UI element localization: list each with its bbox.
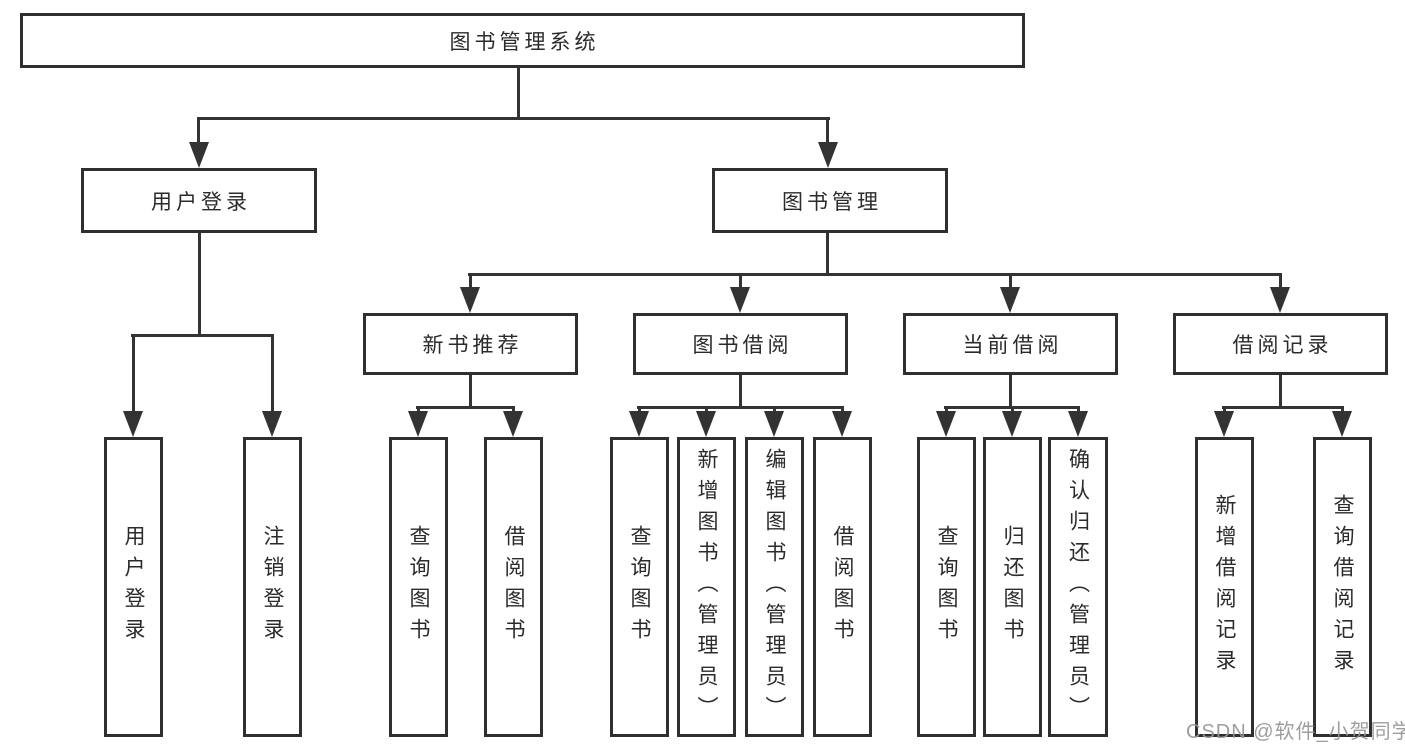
node-book-mgmt: 图书管理 [712,168,948,233]
arrowhead-down-icon [1270,287,1290,313]
node-borrow-record: 借阅记录 [1173,313,1388,375]
connector-line [826,233,829,276]
watermark: CSDN @软件_小贺同学 [1186,721,1405,743]
connector-line [131,334,274,337]
leaf-recommend-query-book: 查询图书 [389,437,448,737]
arrowhead-down-icon [503,411,523,437]
connector-line [271,334,274,414]
arrowhead-down-icon [832,411,852,437]
connector-line [1279,375,1282,409]
arrowhead-down-icon [1214,411,1234,437]
leaf-current-return-book: 归还图书 [983,437,1042,737]
arrowhead-down-icon [818,142,838,168]
connector-line [468,273,1281,276]
node-root: 图书管理系统 [20,13,1025,68]
leaf-borrow-add-book-admin: 新增图书（管理员） [677,437,736,737]
leaf-current-query-book: 查询图书 [917,437,976,737]
arrowhead-down-icon [262,411,282,437]
leaf-recommend-borrow-book: 借阅图书 [484,437,543,737]
arrowhead-down-icon [123,411,143,437]
leaf-current-confirm-return-admin: 确认归还（管理员） [1048,437,1108,737]
connector-line [1009,273,1012,291]
leaf-borrow-query-book: 查询图书 [610,437,669,737]
connector-line [197,117,200,145]
arrowhead-down-icon [936,411,956,437]
connector-line [132,334,135,414]
node-current-borrow: 当前借阅 [903,313,1118,375]
arrowhead-down-icon [1068,411,1088,437]
leaf-user-login: 用户登录 [104,437,163,737]
node-new-book-recommend: 新书推荐 [363,313,578,375]
node-book-borrow: 图书借阅 [633,313,848,375]
arrowhead-down-icon [1000,287,1020,313]
arrowhead-down-icon [1332,411,1352,437]
arrowhead-down-icon [408,411,428,437]
leaf-borrow-edit-book-admin: 编辑图书（管理员） [745,437,804,737]
arrowhead-down-icon [629,411,649,437]
arrowhead-down-icon [1002,411,1022,437]
arrowhead-down-icon [730,287,750,313]
leaf-borrow-borrow-book: 借阅图书 [813,437,872,737]
arrowhead-down-icon [696,411,716,437]
connector-line [739,273,742,291]
connector-line [517,68,520,120]
connector-line [469,273,472,291]
connector-line [1222,406,1344,409]
arrowhead-down-icon [189,142,209,168]
leaf-logout-login: 注销登录 [243,437,302,737]
arrowhead-down-icon [764,411,784,437]
connector-line [1279,273,1282,291]
connector-line [197,117,830,120]
connector-line [469,375,472,409]
connector-line [739,375,742,409]
connector-line [416,406,515,409]
connector-line [1009,375,1012,409]
connector-line [198,233,201,337]
node-user-login: 用户登录 [81,168,317,233]
connector-line [637,406,844,409]
leaf-record-add-record: 新增借阅记录 [1195,437,1254,737]
connector-line [826,117,829,145]
arrowhead-down-icon [460,287,480,313]
leaf-record-query-record: 查询借阅记录 [1313,437,1372,737]
